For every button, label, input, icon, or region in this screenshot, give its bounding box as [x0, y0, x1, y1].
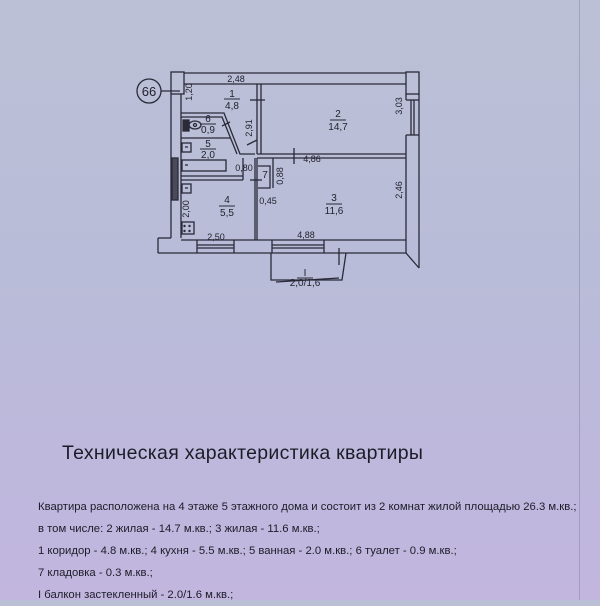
dim-2-91: 2,91 — [244, 119, 254, 137]
description-line: в том числе: 2 жилая - 14.7 м.кв.; 3 жил… — [38, 523, 320, 535]
dim-2-00: 2,00 — [181, 200, 191, 218]
apartment-number: 66 — [142, 84, 156, 99]
dim-4-86: 4,86 — [303, 154, 321, 164]
room-4-number: 4 — [224, 195, 230, 206]
balcony-area: 2,0/1,6 — [290, 278, 321, 289]
room-4-area: 5,5 — [220, 208, 234, 219]
room-3-area: 11,6 — [325, 206, 344, 217]
dim-0-45: 0,45 — [259, 196, 277, 206]
apartment-description: Квартира расположена на 4 этаже 5 этажно… — [38, 496, 577, 606]
room-2-area: 14,7 — [328, 122, 348, 133]
room-5-number: 5 — [205, 139, 211, 150]
description-line: 7 кладовка - 0.3 м.кв.; — [38, 567, 153, 579]
room-6-area: 0,9 — [201, 125, 215, 136]
document-title: Техническая характеристика квартиры — [62, 442, 424, 464]
dim-2-48: 2,48 — [227, 74, 245, 84]
dim-0-88: 0,88 — [275, 167, 285, 185]
dim-0-80: 0,80 — [235, 163, 253, 173]
room-7-number: 7 — [262, 170, 268, 181]
room-1-area: 4,8 — [225, 101, 239, 112]
description-line: 1 коридор - 4.8 м.кв.; 4 кухня - 5.5 м.к… — [38, 545, 457, 557]
balcony-number: I — [304, 268, 307, 279]
room-3-number: 3 — [331, 193, 337, 204]
dim-2-50: 2,50 — [207, 232, 225, 242]
dim-2-46: 2,46 — [394, 181, 404, 199]
dim-1-20: 1,20 — [184, 83, 194, 101]
floor-plan-drawing: 66 1 4,8 2 14,7 3 11,6 4 5,5 5 2,0 6 0,9… — [136, 71, 420, 289]
paper-edge — [579, 0, 580, 600]
description-line: I балкон застекленный - 2.0/1.6 м.кв.; — [38, 589, 234, 601]
room-1-number: 1 — [229, 89, 235, 100]
room-5-area: 2,0 — [201, 150, 215, 161]
dim-4-88: 4,88 — [297, 230, 315, 240]
dim-3-03: 3,03 — [394, 97, 404, 115]
room-6-number: 6 — [205, 114, 211, 125]
description-line: Квартира расположена на 4 этаже 5 этажно… — [38, 501, 577, 513]
floor-plan: 66 1 4,8 2 14,7 3 11,6 4 5,5 5 2,0 6 0,9… — [0, 0, 600, 300]
room-2-number: 2 — [335, 109, 341, 120]
